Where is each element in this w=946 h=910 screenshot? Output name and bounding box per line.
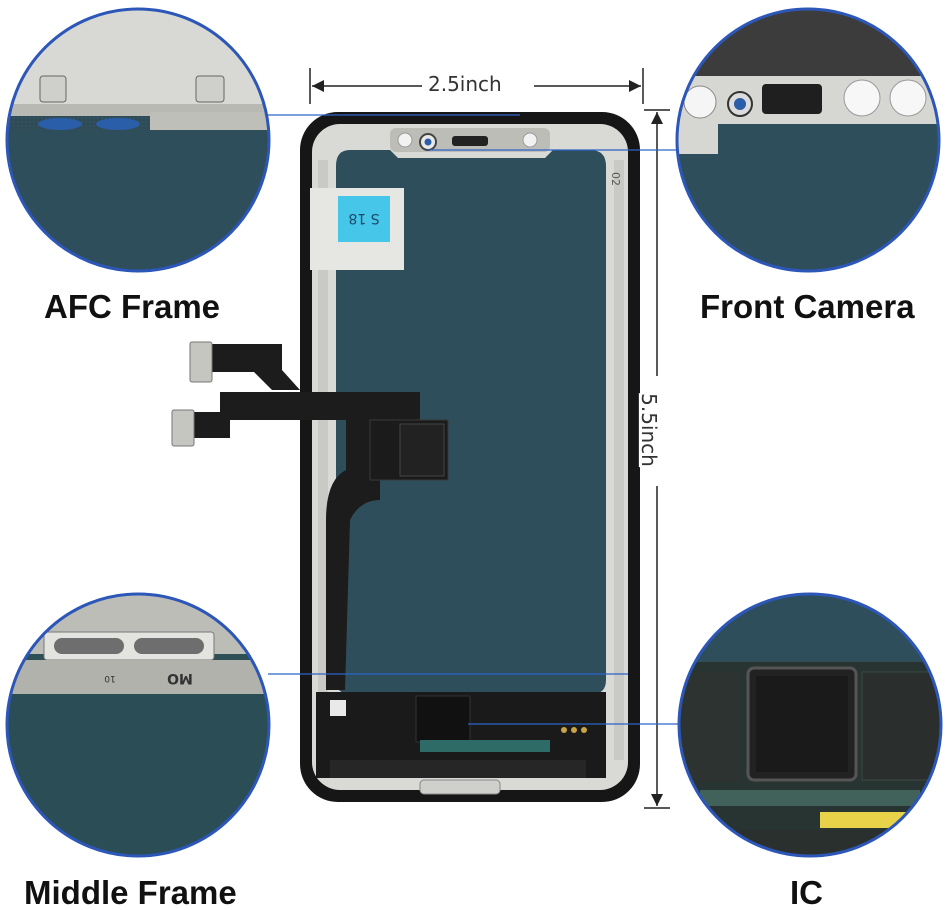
flex-connector-lower — [171, 409, 195, 447]
width-dimension — [309, 68, 644, 104]
afc-frame-callout — [5, 7, 271, 273]
middle-frame-marking: MO — [167, 670, 193, 686]
callout-lines — [268, 114, 680, 725]
flex-connector-upper — [189, 341, 213, 383]
caption-afc-frame: AFC Frame — [44, 288, 221, 325]
corner-marking: 02 — [609, 172, 622, 186]
width-label: 2.5inch — [428, 72, 502, 96]
height-label: 5.5inch — [636, 393, 661, 467]
height-dimension — [644, 109, 670, 809]
front-camera-callout — [675, 7, 941, 273]
caption-ic: IC — [790, 874, 823, 910]
ic-callout — [677, 592, 943, 858]
caption-front-camera: Front Camera — [700, 288, 915, 325]
lcd-panel: S 18 02 — [171, 112, 640, 802]
sticker-text: S 18 — [348, 210, 379, 226]
display-area — [336, 150, 606, 694]
middle-frame-small: 10 — [104, 673, 116, 683]
caption-middle-frame: Middle Frame — [24, 874, 237, 910]
middle-frame-callout: MO 10 — [5, 592, 271, 858]
